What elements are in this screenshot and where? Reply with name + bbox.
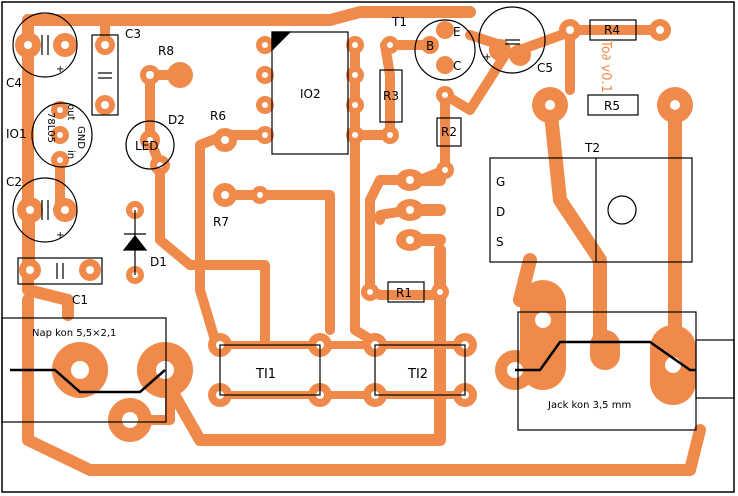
component-labels: C4 C3 R8 T1 E B C C5 R4 R5 IO1 IO2 D2 R6… — [6, 15, 631, 411]
label-ti2: TI2 — [407, 367, 428, 382]
label-d1: D1 — [150, 255, 167, 269]
label-reg-78l05: 78L05 — [45, 112, 56, 143]
label-c1: C1 — [72, 293, 88, 307]
label-jackkon: Jack kon 3,5 mm — [547, 400, 631, 411]
svg-text:+: + — [56, 230, 64, 241]
label-e: E — [453, 25, 461, 39]
label-c: C — [453, 59, 461, 73]
label-r1: R1 — [396, 286, 412, 300]
label-reg-gnd: GND — [75, 126, 86, 149]
label-io1: IO1 — [6, 127, 27, 141]
label-c2: C2 — [6, 175, 22, 189]
label-reg-in: in — [65, 150, 76, 159]
label-version: To∂ v0.1 — [598, 39, 613, 93]
polarity-marks: + + + — [56, 52, 491, 241]
label-c3: C3 — [125, 27, 141, 41]
label-t2: T2 — [584, 141, 600, 155]
svg-text:+: + — [56, 64, 64, 75]
connector-lines — [10, 340, 696, 394]
label-r5: R5 — [604, 99, 620, 113]
label-io2: IO2 — [300, 87, 321, 101]
label-ti1: TI1 — [255, 367, 276, 382]
svg-text:+: + — [483, 52, 491, 63]
label-napkon: Nap kon 5,5×2,1 — [32, 328, 116, 339]
label-d: D — [496, 205, 505, 219]
label-r2: R2 — [441, 125, 457, 139]
label-g: G — [496, 175, 505, 189]
label-b: B — [426, 39, 434, 53]
component-outlines — [1, 6, 735, 431]
label-c5: C5 — [537, 61, 553, 75]
label-r6: R6 — [210, 109, 226, 123]
label-c4: C4 — [6, 76, 22, 90]
label-t1: T1 — [391, 15, 407, 29]
label-r8: R8 — [158, 44, 174, 58]
label-r3: R3 — [383, 89, 399, 103]
label-d2: D2 — [168, 113, 185, 127]
label-reg-out: out — [65, 104, 76, 120]
label-r7: R7 — [213, 215, 229, 229]
label-r4: R4 — [604, 23, 620, 37]
label-led: LED — [135, 139, 159, 153]
label-s: S — [496, 235, 504, 249]
